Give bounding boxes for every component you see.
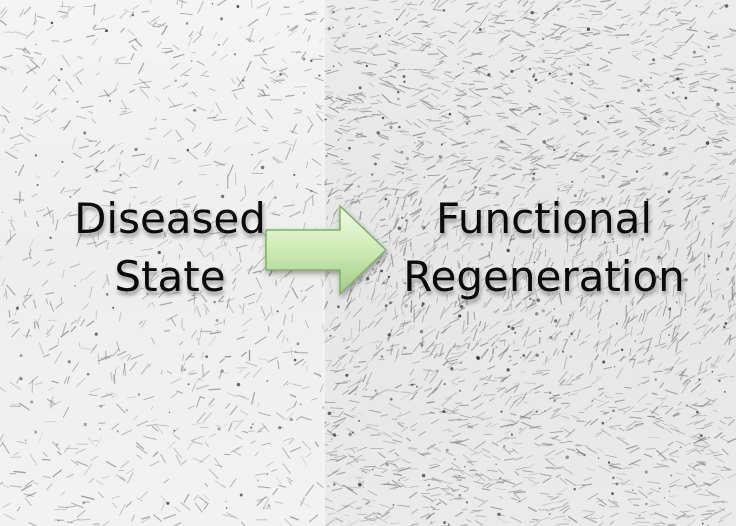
functional-regeneration-label: Functional Regeneration bbox=[386, 190, 702, 306]
regeneration-label-line2: Regeneration bbox=[403, 252, 685, 301]
diseased-state-label: Diseased State bbox=[40, 190, 300, 306]
sparse-cell-texture bbox=[0, 0, 324, 526]
diseased-label-line2: State bbox=[114, 252, 226, 301]
regeneration-label-line1: Functional bbox=[435, 194, 653, 243]
right-arrow-icon bbox=[265, 204, 388, 296]
diseased-label-line1: Diseased bbox=[74, 194, 266, 243]
